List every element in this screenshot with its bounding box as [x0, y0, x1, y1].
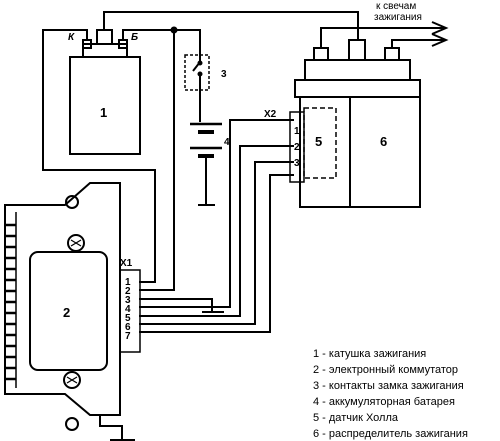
legend: 1 - катушка зажигания 2 - электронный ко…: [313, 348, 468, 440]
distributor-body: [299, 96, 421, 208]
connector-x1-label: X1: [120, 258, 133, 269]
mount-hole-top: [65, 195, 79, 209]
switch-contact-dot: [197, 71, 203, 77]
electronic-commutator: [4, 182, 141, 431]
distributor-cap-base: [294, 79, 421, 98]
distributor-cap: [304, 59, 411, 81]
wire-x1-pin3-ground: [139, 298, 224, 313]
x1-pin-3: 3: [125, 295, 131, 306]
x1-pin-2: 2: [125, 286, 131, 297]
x1-pin-7: 7: [125, 331, 131, 342]
legend-item: 2 - электронный коммутатор: [313, 364, 458, 376]
hall-sensor-number: 5: [315, 134, 322, 149]
switch-contact-dot: [197, 60, 203, 66]
wire-coil-b-to-x1-pin2: [122, 29, 175, 291]
battery-ground: [198, 156, 215, 206]
coil-center-terminal: [96, 29, 113, 45]
wire-coil-k-to-x1-pin1: [42, 29, 156, 283]
battery-number: 4: [224, 137, 230, 148]
coil-body: [69, 56, 141, 155]
ignition-coil: [69, 29, 141, 155]
wire-to-spark-plugs-1: [320, 27, 445, 48]
distributor-number: 6: [380, 134, 387, 149]
legend-item: 6 - распределитель зажигания: [313, 428, 468, 440]
spark-plugs-note-line2: зажигания: [374, 12, 422, 23]
mount-hole-bottom: [65, 417, 79, 431]
commutator-heatsink-fins: [5, 223, 16, 381]
legend-item: 1 - катушка зажигания: [313, 348, 426, 360]
plug-tower: [313, 47, 329, 61]
hv-wire-coil-to-distributor: [103, 11, 359, 40]
x2-pin-2: 2: [294, 142, 300, 153]
x1-pin-4: 4: [125, 304, 131, 315]
switch-dashed-box: [184, 54, 210, 91]
connector-x1: [119, 269, 141, 353]
connector-x2-label: X2: [264, 109, 277, 120]
commutator-number: 2: [63, 305, 70, 320]
screw-slot-bottom: [66, 376, 78, 384]
legend-item: 4 - аккумуляторная батарея: [313, 396, 455, 408]
x2-pin-1: 1: [294, 126, 300, 137]
connector-x2: [289, 111, 305, 183]
wire-to-spark-plugs-2: [391, 39, 445, 48]
wire-x1-pin6-to-x2: [139, 161, 294, 325]
wire-x1-pin7-to-x2: [139, 174, 294, 333]
legend-item: 3 - контакты замка зажигания: [313, 380, 464, 392]
ignition-switch-number: 3: [221, 69, 227, 80]
center-tower: [348, 39, 366, 61]
coil-top-cap: [82, 43, 128, 57]
commutator-module: [29, 251, 108, 371]
commutator-ground: [99, 415, 135, 441]
x1-pin-5: 5: [125, 313, 131, 324]
x1-pin-6: 6: [125, 322, 131, 333]
wire-junction: [170, 26, 178, 34]
coil-number: 1: [100, 105, 107, 120]
arrow-to-spark-plugs: [431, 21, 449, 47]
x2-pin-3: 3: [294, 158, 300, 169]
commutator-housing: [4, 182, 121, 416]
x1-pin-1: 1: [125, 277, 131, 288]
mount-screw-bottom: [63, 371, 81, 389]
legend-item: 5 - датчик Холла: [313, 412, 399, 424]
plug-tower: [384, 47, 400, 61]
spark-plugs-note-line1: к свечам: [376, 1, 416, 12]
ignition-distributor: [289, 39, 421, 208]
battery: [190, 122, 222, 158]
screw-slot-top: [70, 239, 82, 247]
ignition-switch: [184, 54, 210, 91]
coil-terminal-k-label: К: [68, 32, 75, 43]
wire-x1-pin4-to-x2: [139, 119, 294, 308]
wire-x1-pin5-to-x2: [139, 145, 294, 317]
coil-terminal-b-label: Б: [131, 32, 138, 43]
wire-to-ignition-switch: [174, 29, 201, 55]
mount-screw-top: [67, 234, 85, 252]
